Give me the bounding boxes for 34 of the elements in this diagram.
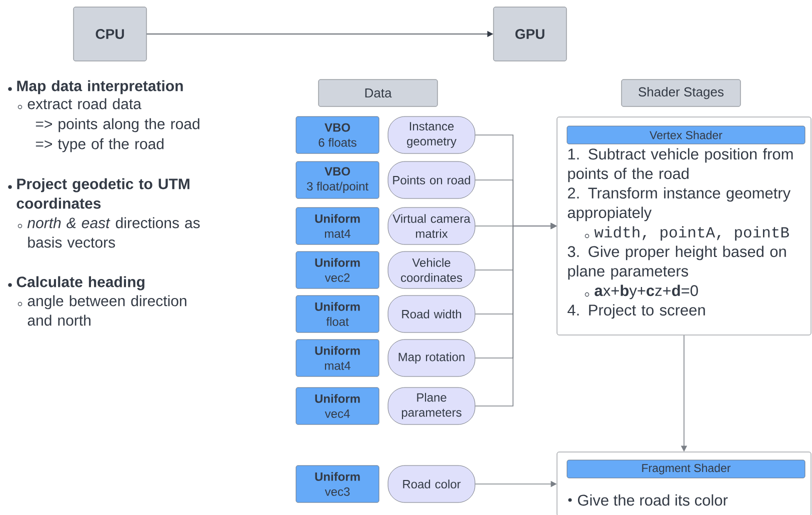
note-text: extract road data bbox=[28, 98, 142, 110]
data-pill: Road width bbox=[388, 295, 476, 333]
data-pill: Vehicle coordinates bbox=[388, 251, 476, 289]
list-item: 4. Project to screen bbox=[568, 304, 705, 319]
process-box: CPU bbox=[73, 6, 147, 62]
section-header-bar: Fragment Shader bbox=[566, 460, 806, 478]
note-text: => type of the road bbox=[36, 138, 164, 152]
data-type-box: VBO 6 floats bbox=[296, 116, 380, 154]
section-header-bar: Vertex Shader bbox=[566, 126, 806, 144]
data-pill: Instance geometry bbox=[388, 116, 476, 154]
data-pill: Plane parameters bbox=[388, 387, 476, 425]
data-type-box: Uniform float bbox=[296, 295, 380, 333]
data-pill: Points on road bbox=[388, 161, 476, 199]
list-item: width, pointA, pointB bbox=[594, 226, 789, 241]
data-type-box: Uniform mat4 bbox=[296, 207, 380, 245]
data-type-box: VBO 3 float/point bbox=[296, 161, 380, 199]
data-pill: Map rotation bbox=[388, 339, 476, 377]
header-box: Shader Stages bbox=[621, 79, 741, 107]
list-item: ax+by+cz+d=0 bbox=[594, 284, 698, 300]
note-text: angle between direction and north bbox=[28, 295, 186, 326]
note-text: => points along the road bbox=[36, 118, 200, 132]
header-box: Data bbox=[318, 79, 438, 107]
list-item: 1. Subtract vehicle position from points of the road bbox=[568, 148, 793, 182]
note-text: north & east directions as basis vectors bbox=[27, 217, 200, 248]
process-box: GPU bbox=[493, 6, 567, 62]
data-type-box: Uniform vec4 bbox=[296, 387, 380, 425]
data-type-box: Uniform vec3 bbox=[296, 465, 380, 503]
data-pill: Road color bbox=[388, 465, 476, 503]
section-heading: Calculate heading bbox=[16, 276, 144, 290]
section-heading: Map data interpretation bbox=[17, 80, 183, 94]
data-type-box: Uniform vec2 bbox=[296, 251, 380, 289]
data-pill: Virtual camera matrix bbox=[388, 207, 476, 245]
list-item: Give the road its color bbox=[578, 494, 728, 506]
data-type-box: Uniform mat4 bbox=[296, 339, 380, 377]
